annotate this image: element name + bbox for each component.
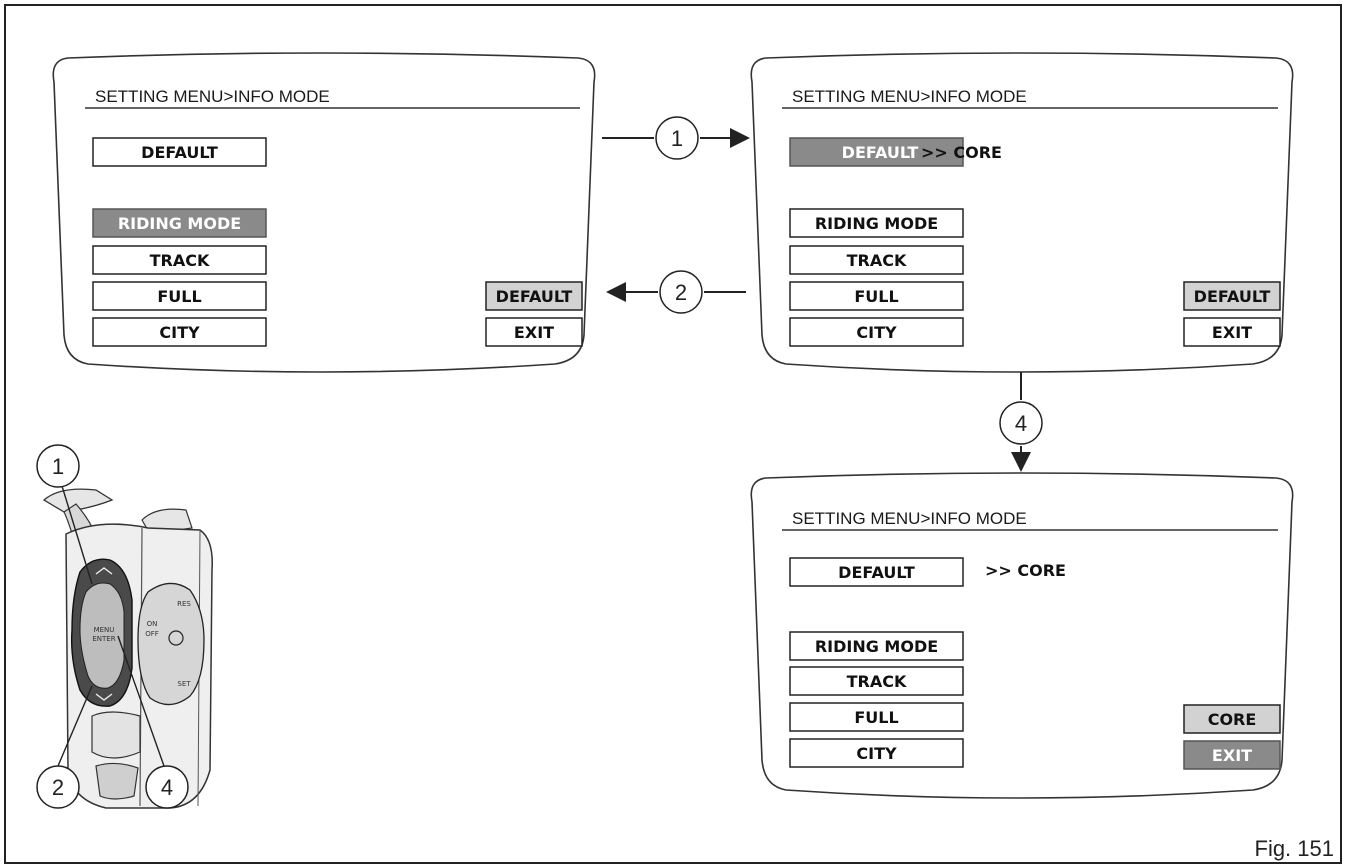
screen-2-default-suffix: >> CORE [921, 143, 1002, 162]
arrow-step-4: 4 [999, 372, 1043, 472]
step-4-circle [999, 401, 1043, 445]
svg-text:CITY: CITY [856, 744, 897, 763]
figure-frame [4, 4, 1342, 864]
svg-text:DEFAULT: DEFAULT [842, 143, 919, 162]
svg-text:RIDING MODE: RIDING MODE [815, 214, 938, 233]
menu-label: MENU [94, 626, 115, 634]
handlebar-switch-illustration: MENU ENTER ON OFF RES SET 1 2 4 [36, 444, 213, 809]
screen-3-title: SETTING MENU>INFO MODE [792, 509, 1027, 528]
cruise-control-pad [137, 582, 205, 706]
screen-1-mode-track[interactable]: TRACK [92, 245, 267, 275]
svg-text:2: 2 [52, 775, 64, 800]
svg-text:DEFAULT: DEFAULT [141, 143, 218, 162]
screen-2-default-button[interactable]: DEFAULT [789, 137, 964, 167]
screen-1: SETTING MENU>INFO MODE DEFAULT RIDING MO… [52, 52, 596, 373]
screen-2-exit-button[interactable]: EXIT [1183, 317, 1281, 347]
svg-text:TRACK: TRACK [150, 251, 210, 270]
set-label: SET [177, 680, 191, 688]
svg-text:2: 2 [675, 280, 687, 305]
svg-text:1: 1 [52, 454, 64, 479]
svg-text:EXIT: EXIT [514, 323, 554, 342]
screen-1-mode-riding-mode[interactable]: RIDING MODE [92, 208, 267, 238]
svg-text:FULL: FULL [854, 708, 898, 727]
svg-text:CORE: CORE [1208, 710, 1257, 729]
svg-text:DEFAULT: DEFAULT [1194, 287, 1271, 306]
screen-3-exit-button[interactable]: EXIT [1183, 740, 1281, 770]
svg-text:DEFAULT: DEFAULT [496, 287, 573, 306]
res-label: RES [177, 600, 191, 608]
callout-2: 2 [36, 765, 80, 809]
screen-1-mode-city[interactable]: CITY [92, 317, 267, 347]
svg-text:TRACK: TRACK [847, 251, 907, 270]
callout-4: 4 [145, 765, 189, 809]
down-chevron-icon [95, 693, 113, 701]
callout-line-4 [117, 635, 165, 767]
screen-2-mode-full[interactable]: FULL [789, 281, 964, 311]
arrow-step-1: 1 [602, 116, 750, 160]
svg-text:DEFAULT: DEFAULT [838, 563, 915, 582]
svg-text:EXIT: EXIT [1212, 323, 1252, 342]
step-2-circle [659, 270, 703, 314]
svg-text:4: 4 [161, 775, 173, 800]
callout-line-1 [61, 485, 93, 585]
up-chevron-icon [95, 567, 113, 575]
screen-2-mode-track[interactable]: TRACK [789, 245, 964, 275]
svg-text:FULL: FULL [157, 287, 201, 306]
svg-text:EXIT: EXIT [1212, 746, 1252, 765]
on-label: ON [147, 620, 158, 628]
screen-1-exit-button[interactable]: EXIT [485, 317, 583, 347]
enter-label: ENTER [92, 635, 115, 643]
screen-3: SETTING MENU>INFO MODE DEFAULT >> CORE R… [750, 472, 1294, 799]
svg-text:RIDING MODE: RIDING MODE [815, 637, 938, 656]
svg-text:TRACK: TRACK [847, 672, 907, 691]
screen-3-core-button[interactable]: CORE [1183, 704, 1281, 734]
screen-1-title: SETTING MENU>INFO MODE [95, 87, 330, 106]
screen-3-mode-riding-mode[interactable]: RIDING MODE [789, 631, 964, 661]
screen-1-default-button[interactable]: DEFAULT [92, 137, 267, 167]
screen-3-default-suffix: >> CORE [985, 561, 1066, 580]
screen-2-mode-city[interactable]: CITY [789, 317, 964, 347]
screen-3-default-button[interactable]: DEFAULT [789, 557, 964, 587]
screen-1-mode-full[interactable]: FULL [92, 281, 267, 311]
screen-3-mode-track[interactable]: TRACK [789, 666, 964, 696]
svg-text:CITY: CITY [856, 323, 897, 342]
screen-2-mode-riding-mode[interactable]: RIDING MODE [789, 208, 964, 238]
screen-3-mode-city[interactable]: CITY [789, 738, 964, 768]
callout-line-2 [57, 685, 93, 767]
svg-text:FULL: FULL [854, 287, 898, 306]
screen-1-right-default-button[interactable]: DEFAULT [485, 281, 583, 311]
svg-text:CITY: CITY [159, 323, 200, 342]
figure-label: Fig. 151 [1255, 836, 1335, 861]
svg-text:RIDING MODE: RIDING MODE [118, 214, 241, 233]
svg-text:4: 4 [1015, 411, 1027, 436]
screen-3-mode-full[interactable]: FULL [789, 702, 964, 732]
arrow-step-2: 2 [606, 270, 746, 314]
screen-2-right-default-button[interactable]: DEFAULT [1183, 281, 1281, 311]
step-1-circle [655, 116, 699, 160]
svg-text:1: 1 [671, 126, 683, 151]
screen-2-title: SETTING MENU>INFO MODE [792, 87, 1027, 106]
cruise-control-icon [168, 630, 184, 646]
screen-2: SETTING MENU>INFO MODE DEFAULT >> CORE R… [750, 52, 1294, 373]
callout-1: 1 [36, 444, 80, 488]
off-label: OFF [145, 630, 159, 638]
